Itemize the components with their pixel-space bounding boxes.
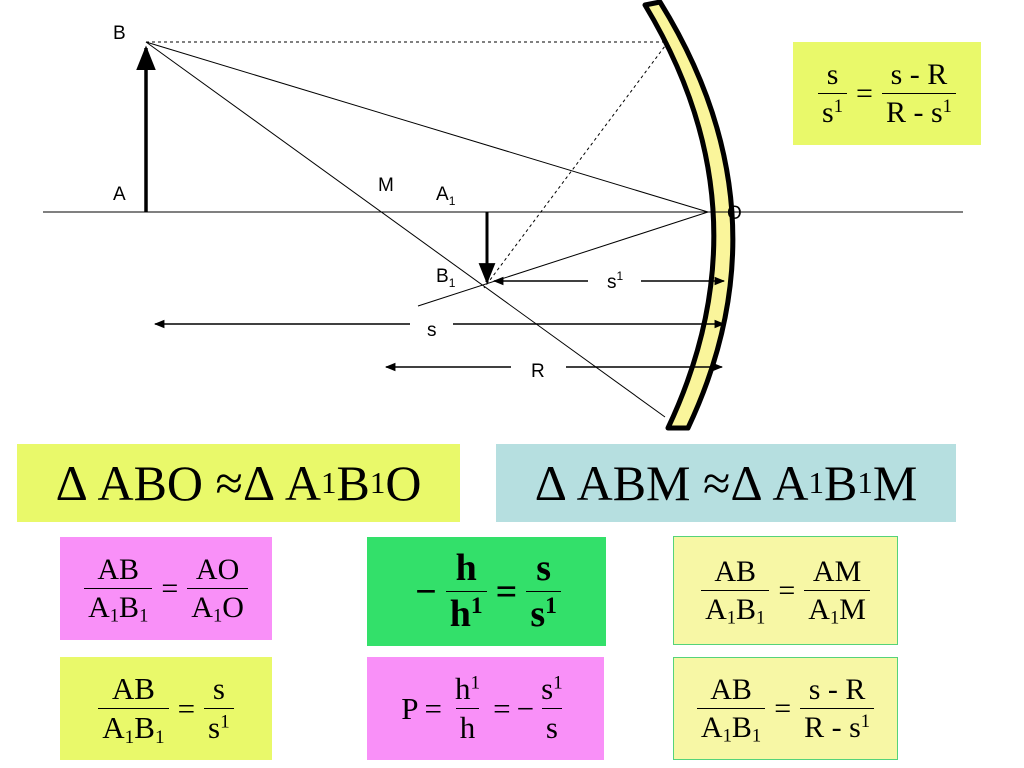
label-m: M [378,175,394,196]
label-r: R [531,361,545,382]
label-a1: A1 [436,184,456,208]
ray-b-through-m [145,41,666,418]
ray-reflected-dashed [483,41,669,289]
label-o: O [727,203,742,224]
label-b: B [113,23,126,44]
label-a: A [113,184,126,205]
ray-o-to-b1 [417,211,709,307]
concave-mirror [642,0,736,431]
mirror-ray-diagram: B A M A1 B1 O s1 s R [43,0,963,431]
label-s1: s1 [607,269,624,293]
label-s: s [427,320,437,341]
label-b1: B1 [436,266,456,290]
ray-b-to-o [145,41,709,213]
